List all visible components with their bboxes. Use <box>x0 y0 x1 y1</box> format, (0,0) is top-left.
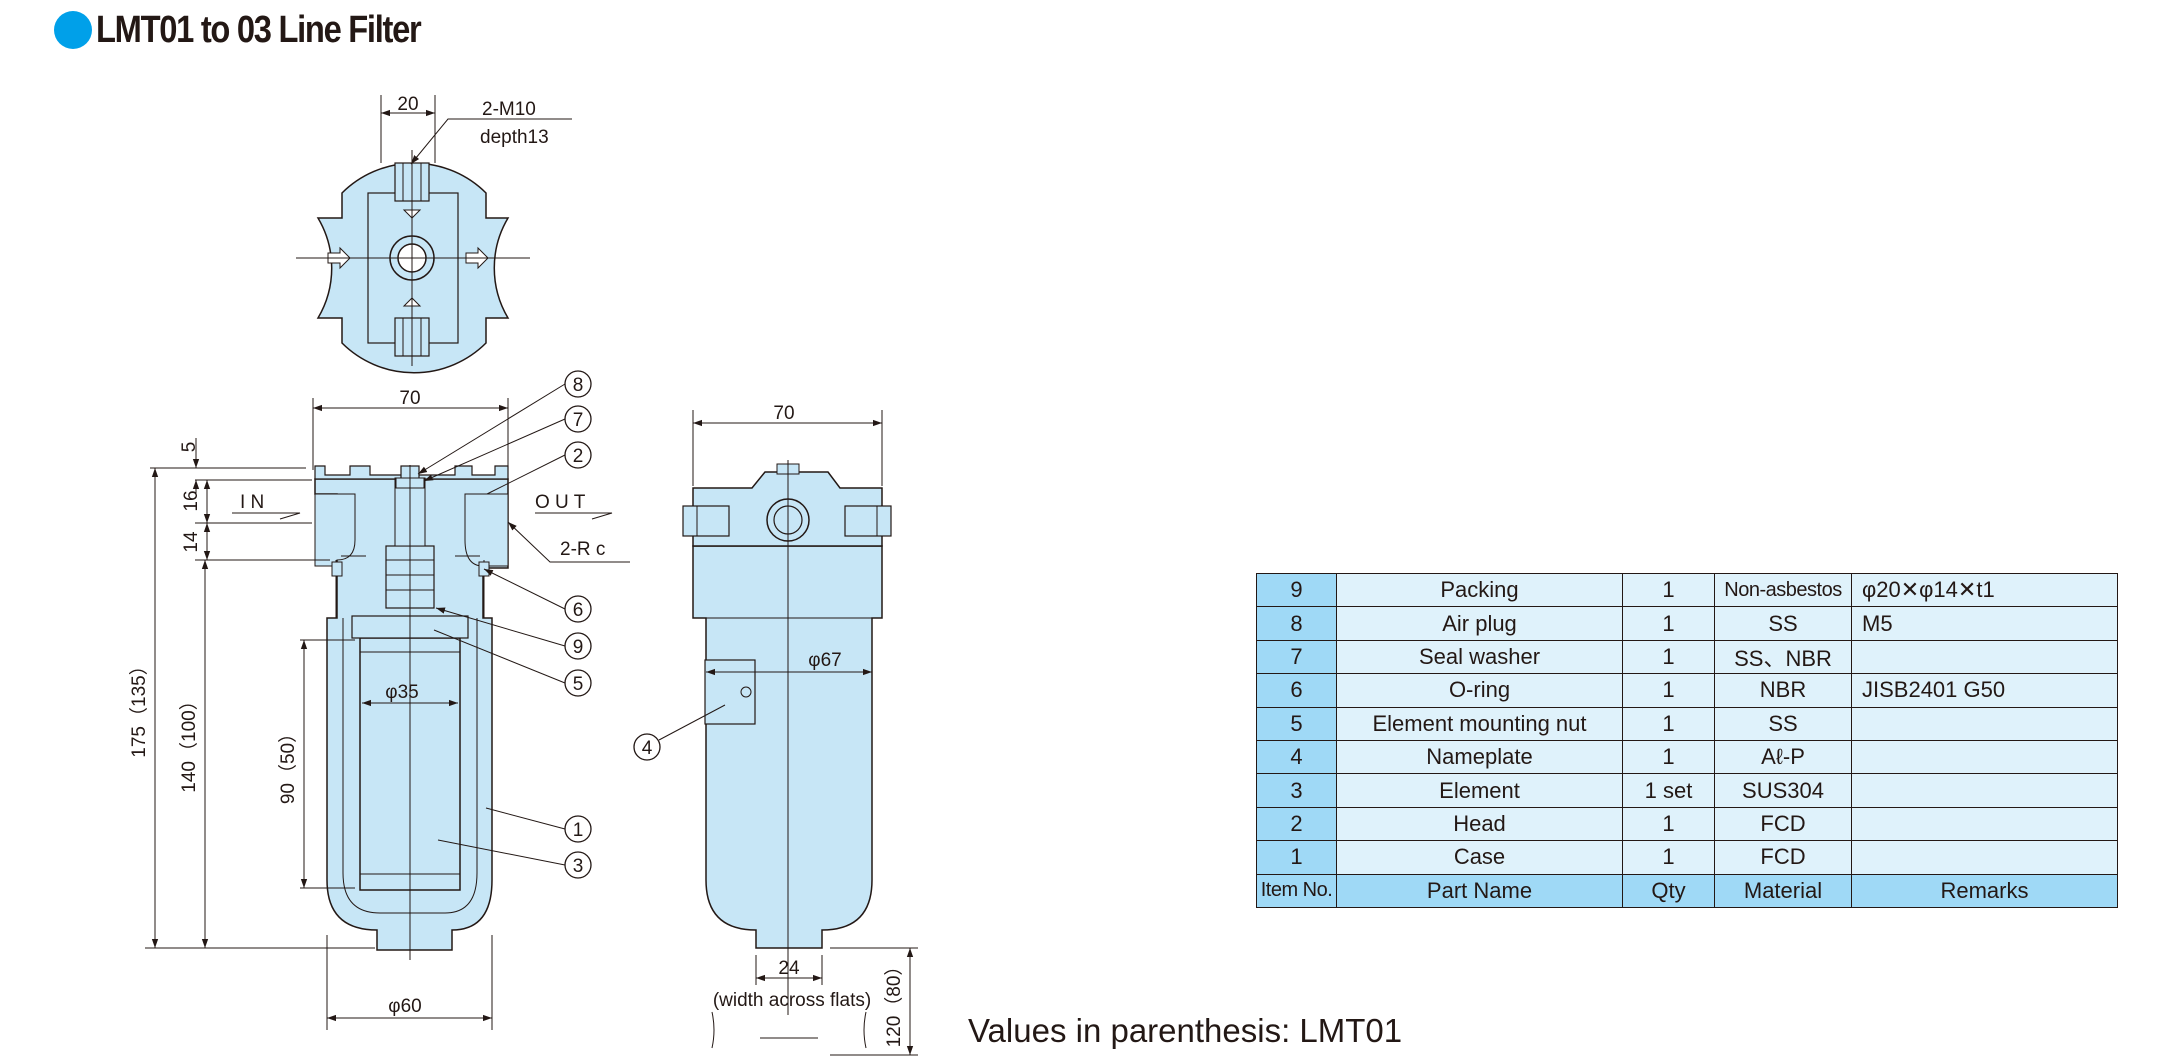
dim-front-70: 70 <box>399 388 420 409</box>
dim-16: 16 <box>181 490 202 511</box>
callout-1 <box>564 815 592 843</box>
svg-text:6: 6 <box>573 600 584 621</box>
callout-9 <box>564 632 592 660</box>
dia-35: φ35 <box>385 682 418 703</box>
table-row: 2 Head 1 FCD <box>1256 806 2118 842</box>
callout-depth: depth13 <box>480 127 549 148</box>
side-view: 70 φ67 24 (width across flats) 120（80） <box>682 403 918 1056</box>
table-row: 7 Seal washer 1 SS、NBR <box>1256 639 2118 675</box>
dim-5: 5 <box>179 442 200 453</box>
dim-side-70: 70 <box>773 403 794 424</box>
dim-120: 120（80） <box>883 957 905 1048</box>
callout-7 <box>564 405 592 433</box>
dim-90: 90（50） <box>277 724 299 804</box>
callout-8 <box>564 370 592 398</box>
dim-top-20: 20 <box>397 94 418 115</box>
label-in: I N <box>240 492 264 513</box>
table-row: 3 Element 1 set SUS304 <box>1256 773 2118 808</box>
svg-text:4: 4 <box>642 738 653 759</box>
title-bullet-icon <box>54 11 92 49</box>
svg-text:9: 9 <box>573 637 584 658</box>
page-title: LMT01 to 03 Line Filter <box>54 4 473 56</box>
callout-5 <box>564 669 592 697</box>
label-out: O U T <box>535 492 586 513</box>
svg-text:7: 7 <box>573 410 584 431</box>
parenthesis-note: Values in parenthesis: LMT01 <box>968 1012 1403 1049</box>
page-title-text: LMT01 to 03 Line Filter <box>96 8 422 51</box>
front-view: 70 5 16 14 175（135） 140（100） 90（50） φ35 … <box>128 388 630 1030</box>
table-row: 4 Nameplate 1 Aℓ-P <box>1256 739 2118 775</box>
dim-24: 24 <box>778 958 800 979</box>
svg-text:1: 1 <box>573 820 584 841</box>
dim-14: 14 <box>181 531 202 553</box>
callout-4 <box>633 733 661 761</box>
callout-2 <box>564 441 592 469</box>
parts-table: 9 Packing 1 Non-asbestos φ20✕φ14✕t1 8 Ai… <box>1256 572 2118 908</box>
table-row: 5 Element mounting nut 1 SS <box>1256 706 2118 741</box>
front-view-head <box>314 465 509 480</box>
top-view: 20 2-M10 depth13 <box>296 94 572 374</box>
dia-67: φ67 <box>808 650 841 671</box>
svg-text:2: 2 <box>573 446 584 467</box>
callout-6 <box>564 595 592 623</box>
svg-text:8: 8 <box>573 375 584 396</box>
callout-thread: 2-M10 <box>482 99 536 120</box>
table-row: 1 Case 1 FCD <box>1256 840 2118 875</box>
width-across-flats: (width across flats) <box>713 990 871 1011</box>
callouts: 8 7 2 6 9 5 1 3 4 <box>417 370 726 879</box>
table-header-row: Item No. Part Name Qty Material Remarks <box>1256 873 2118 908</box>
svg-text:3: 3 <box>573 856 584 877</box>
dim-140: 140（100） <box>178 691 200 792</box>
table-row: 6 O-ring 1 NBR JISB2401 G50 <box>1256 673 2118 708</box>
label-port: 2-R c <box>560 539 605 560</box>
dim-175: 175（135） <box>128 656 150 757</box>
table-row: 9 Packing 1 Non-asbestos φ20✕φ14✕t1 <box>1256 572 2118 608</box>
svg-text:5: 5 <box>573 674 584 695</box>
callout-3 <box>564 851 592 879</box>
dia-60: φ60 <box>388 996 421 1017</box>
table-row: 8 Air plug 1 SS M5 <box>1256 606 2118 641</box>
